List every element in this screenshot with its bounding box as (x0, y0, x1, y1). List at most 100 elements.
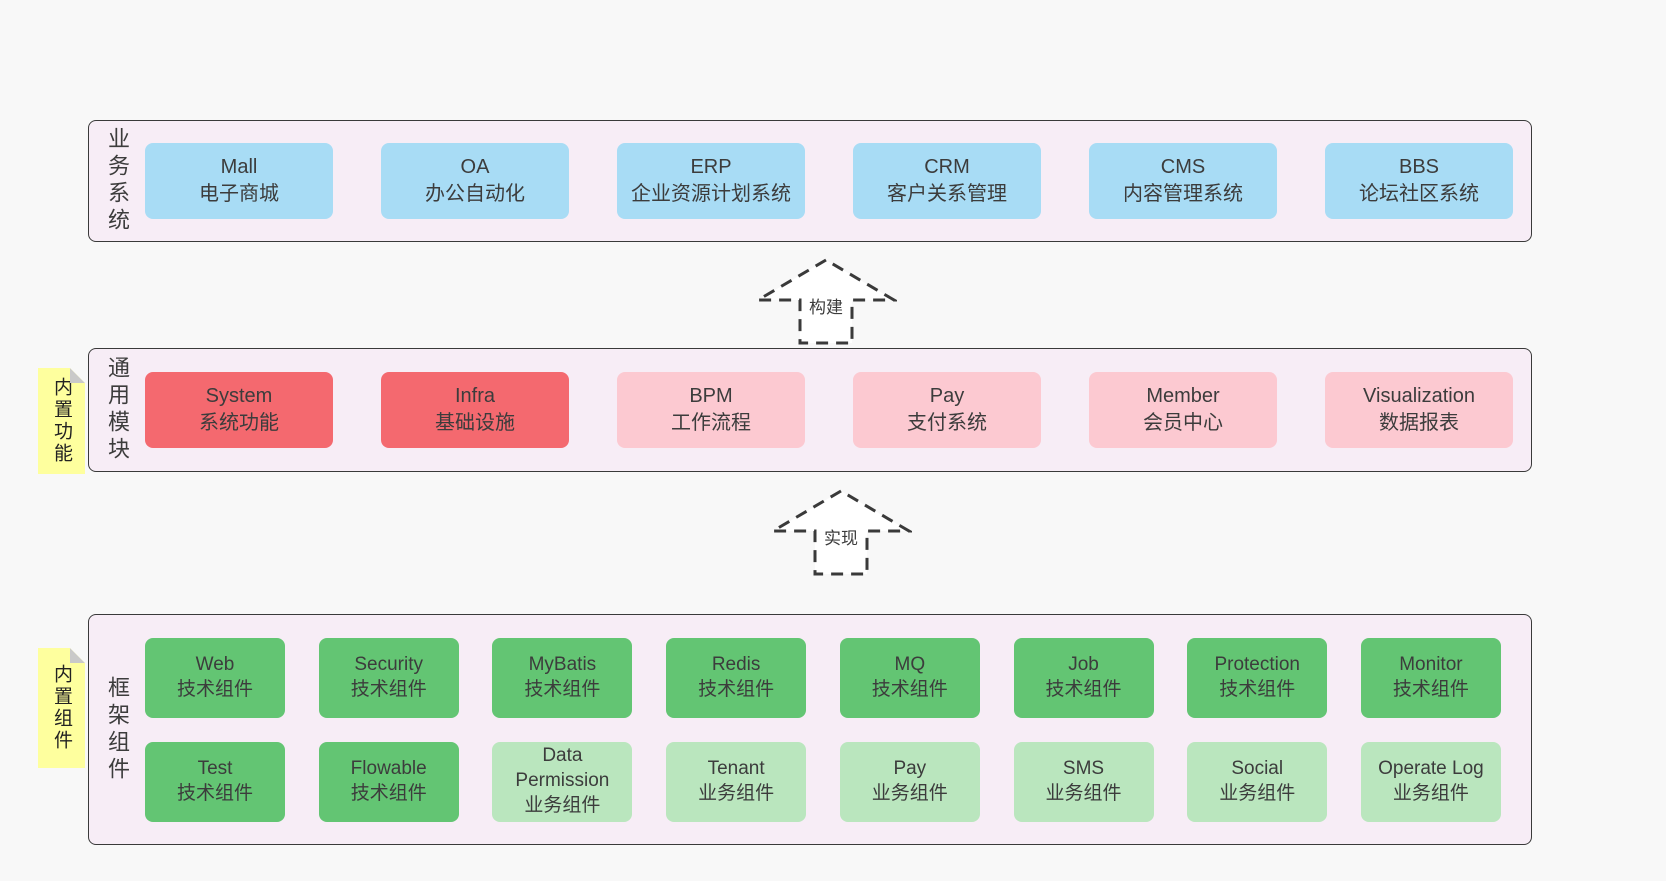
business-systems-boxes: Mall 电子商城 OA 办公自动化 ERP 企业资源计划系统 CRM 客户关系… (145, 143, 1531, 219)
box-system: System 系统功能 (145, 372, 333, 448)
box-title: BPM (689, 385, 733, 407)
common-modules-boxes: System 系统功能 Infra 基础设施 BPM 工作流程 Pay 支付系统… (145, 372, 1531, 448)
box-title: Test (197, 757, 233, 779)
box-oa: OA 办公自动化 (381, 143, 569, 219)
box-pay-component: Pay 业务组件 (839, 741, 980, 822)
box-operate-log: Operate Log 业务组件 (1360, 741, 1501, 822)
box-web: Web 技术组件 (145, 637, 285, 718)
box-title: Tenant (707, 757, 765, 779)
box-title: Pay (929, 385, 965, 407)
box-subtitle: 技术组件 (176, 678, 253, 700)
box-subtitle: 业务组件 (871, 782, 948, 804)
box-title: Web (195, 653, 235, 675)
box-erp: ERP 企业资源计划系统 (617, 143, 805, 219)
box-subtitle: 业务组件 (524, 794, 601, 816)
box-subtitle: 技术组件 (350, 678, 427, 700)
box-redis: Redis 技术组件 (666, 637, 807, 718)
arrow-implement-label: 实现 (821, 524, 861, 549)
box-subtitle: 技术组件 (871, 678, 948, 700)
box-subtitle: 基础设施 (435, 412, 515, 434)
sticky-note-text: 内置组件 (51, 664, 72, 752)
box-title: CMS (1160, 156, 1206, 178)
box-subtitle: 技术组件 (350, 782, 427, 804)
box-data-permission: Data Permission 业务组件 (492, 741, 633, 822)
box-title: Security (354, 653, 424, 675)
box-title: Member (1146, 385, 1220, 407)
box-subtitle: 业务组件 (698, 782, 775, 804)
box-title: Redis (711, 653, 761, 675)
box-subtitle: 工作流程 (671, 412, 751, 434)
box-crm: CRM 客户关系管理 (853, 143, 1041, 219)
box-subtitle: 技术组件 (1392, 678, 1469, 700)
fold-corner-icon (70, 648, 85, 663)
box-subtitle: 业务组件 (1045, 782, 1122, 804)
box-title: Pay (893, 757, 927, 779)
box-subtitle: 技术组件 (1219, 678, 1296, 700)
arrow-build: 构建 (755, 257, 897, 346)
box-subtitle: 电子商城 (199, 183, 279, 205)
band-common-modules: 通用模块 System 系统功能 Infra 基础设施 BPM 工作流程 Pay… (88, 348, 1532, 472)
box-title: CRM (924, 156, 970, 178)
box-subtitle: 会员中心 (1143, 412, 1223, 434)
box-title: MyBatis (528, 653, 597, 675)
box-test: Test 技术组件 (145, 741, 285, 822)
box-subtitle: 办公自动化 (425, 183, 525, 205)
box-title: Visualization (1363, 385, 1475, 407)
band-label-common-modules: 通用模块 (105, 356, 130, 464)
box-title: BBS (1398, 156, 1440, 178)
box-subtitle: 论坛社区系统 (1359, 183, 1479, 205)
box-subtitle: 业务组件 (1219, 782, 1296, 804)
box-title: Data Permission (515, 745, 610, 792)
box-visualization: Visualization 数据报表 (1325, 372, 1513, 448)
fold-corner-icon (70, 368, 85, 383)
box-bbs: BBS 论坛社区系统 (1325, 143, 1513, 219)
band-business-systems: 业务系统 Mall 电子商城 OA 办公自动化 ERP 企业资源计划系统 CRM… (88, 120, 1532, 242)
box-infra: Infra 基础设施 (381, 372, 569, 448)
box-title: Mall (220, 156, 258, 178)
box-title: System (205, 385, 273, 407)
box-title: MQ (894, 653, 926, 675)
box-member: Member 会员中心 (1089, 372, 1277, 448)
box-mall: Mall 电子商城 (145, 143, 333, 219)
box-subtitle: 技术组件 (698, 678, 775, 700)
box-tenant: Tenant 业务组件 (666, 741, 807, 822)
box-job: Job 技术组件 (1013, 637, 1154, 718)
band-label-business-systems: 业务系统 (105, 127, 130, 235)
box-title: OA (460, 156, 490, 178)
box-protection: Protection 技术组件 (1187, 637, 1328, 718)
box-title: Protection (1214, 653, 1300, 675)
box-subtitle: 数据报表 (1379, 412, 1459, 434)
box-subtitle: 技术组件 (1045, 678, 1122, 700)
box-cms: CMS 内容管理系统 (1089, 143, 1277, 219)
sticky-note-text: 内置功能 (51, 377, 72, 465)
box-title: Social (1231, 757, 1284, 779)
sticky-note-built-in-features: 内置功能 (38, 368, 85, 474)
arrow-build-label: 构建 (806, 293, 846, 318)
box-bpm: BPM 工作流程 (617, 372, 805, 448)
box-sms: SMS 业务组件 (1013, 741, 1154, 822)
arrow-implement: 实现 (770, 488, 912, 577)
framework-components-rows: Web 技术组件 Security 技术组件 MyBatis 技术组件 Redi… (145, 637, 1531, 822)
box-subtitle: 系统功能 (199, 412, 279, 434)
box-subtitle: 内容管理系统 (1123, 183, 1243, 205)
box-subtitle: 技术组件 (524, 678, 601, 700)
box-subtitle: 技术组件 (176, 782, 253, 804)
box-title: Operate Log (1378, 757, 1484, 779)
sticky-note-built-in-components: 内置组件 (38, 648, 85, 768)
box-title: SMS (1062, 757, 1105, 779)
box-title: Flowable (350, 757, 427, 779)
framework-row-1: Web 技术组件 Security 技术组件 MyBatis 技术组件 Redi… (145, 637, 1501, 718)
box-subtitle: 客户关系管理 (887, 183, 1007, 205)
box-subtitle: 业务组件 (1392, 782, 1469, 804)
box-title: Job (1068, 653, 1099, 675)
band-label-framework-components: 框架组件 (105, 675, 130, 784)
box-security: Security 技术组件 (318, 637, 459, 718)
box-title: Infra (454, 385, 496, 407)
box-mq: MQ 技术组件 (839, 637, 980, 718)
box-subtitle: 企业资源计划系统 (631, 183, 791, 205)
box-pay-system: Pay 支付系统 (853, 372, 1041, 448)
box-subtitle: 支付系统 (907, 412, 987, 434)
box-title: Monitor (1399, 653, 1463, 675)
band-framework-components: 框架组件 Web 技术组件 Security 技术组件 MyBatis 技术组件… (88, 614, 1532, 845)
